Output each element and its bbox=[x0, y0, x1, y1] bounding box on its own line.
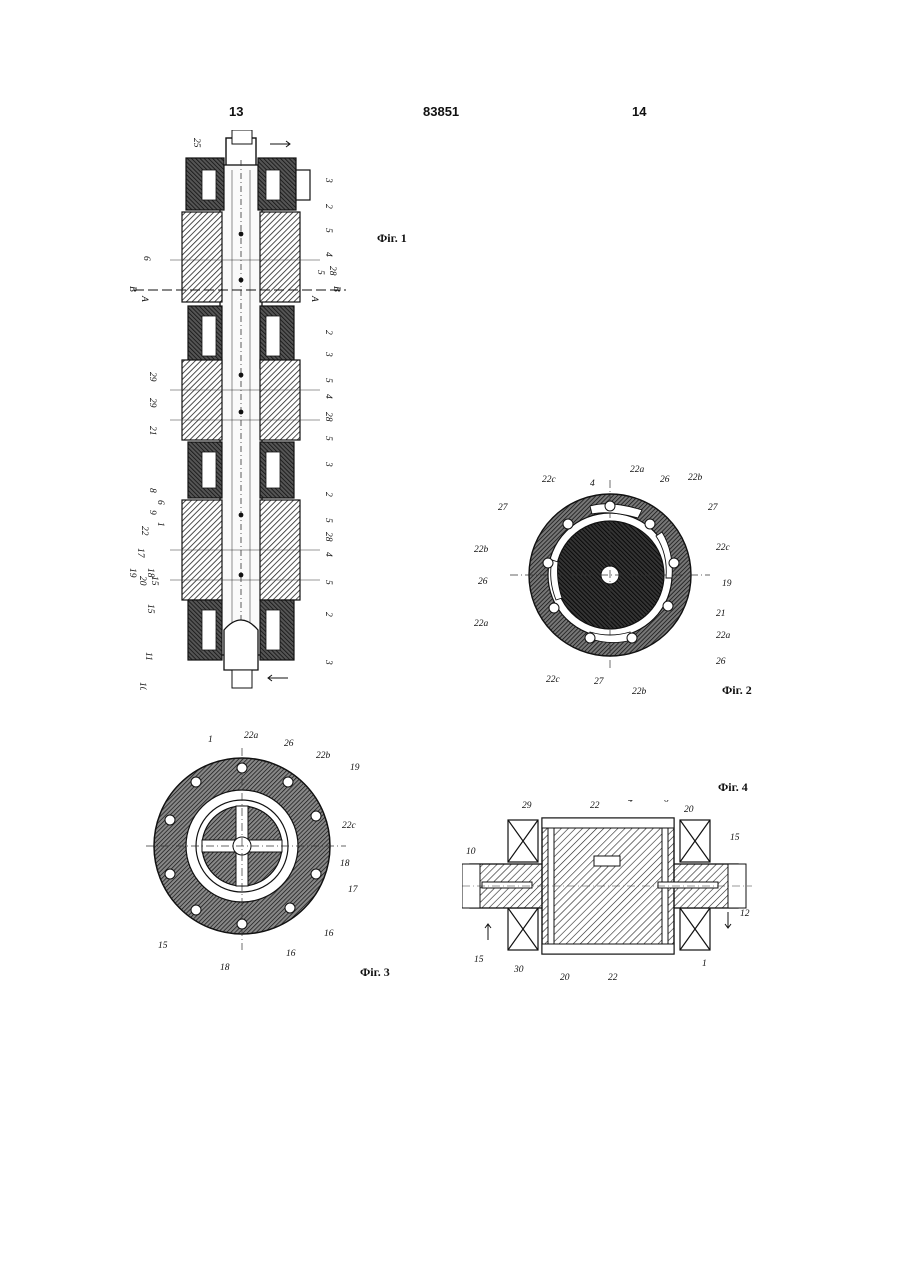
fig4-label: 22 bbox=[590, 801, 600, 811]
fig3-label: 22b bbox=[316, 751, 331, 761]
fig4-label: 6 bbox=[664, 800, 669, 805]
fig1-section-label: A bbox=[139, 295, 149, 302]
fig1-label: 3 bbox=[323, 351, 333, 357]
fig4-label: 30 bbox=[513, 965, 524, 975]
fig1-section-label: A bbox=[309, 295, 319, 302]
fig1-label: 5 bbox=[315, 270, 325, 275]
fig1-section-label: B bbox=[331, 286, 341, 292]
fig1-label: 3 bbox=[323, 659, 333, 665]
fig2-label: 26 bbox=[716, 657, 726, 667]
fig1-label: 15 bbox=[149, 576, 159, 586]
fig1-label: 15 bbox=[145, 604, 155, 614]
figure-4-caption: Фіг. 4 bbox=[718, 780, 748, 795]
fig1-label: 8 bbox=[147, 488, 157, 493]
fig4-label: 12 bbox=[740, 909, 750, 919]
fig2-label: 22a bbox=[716, 631, 731, 641]
figure-4-drawing: 20 22 4 6 20 29 15 10 12 15 30 20 22 1 bbox=[462, 800, 762, 990]
fig1-label: 28 bbox=[323, 412, 333, 422]
fig4-label: 10 bbox=[466, 847, 476, 857]
fig1-label: 20 bbox=[137, 576, 147, 586]
fig3-label: 18 bbox=[220, 963, 230, 973]
fig4-label: 15 bbox=[474, 955, 484, 965]
fig1-label: 6 bbox=[141, 256, 151, 261]
fig2-label: 22b bbox=[474, 545, 489, 555]
fig2-label: 19 bbox=[722, 579, 732, 589]
fig2-label: 22c bbox=[716, 543, 731, 553]
fig2-label: 26 bbox=[478, 577, 488, 587]
fig2-label: 22c bbox=[542, 475, 557, 485]
fig3-label: 26 bbox=[284, 739, 294, 749]
fig3-label: 22c bbox=[342, 821, 357, 831]
fig1-label: 3 bbox=[323, 177, 333, 183]
fig2-label: 27 bbox=[498, 503, 509, 513]
fig2-label: 22a bbox=[630, 465, 645, 475]
fig1-label: 25 bbox=[191, 138, 201, 148]
fig4-label: 1 bbox=[702, 959, 707, 969]
figure-1-drawing: 3 2 5 4 5 28 2 3 5 4 28 5 3 2 5 28 4 5 2… bbox=[120, 130, 360, 690]
fig1-label: 5 bbox=[323, 228, 333, 233]
fig4-label: 20 bbox=[560, 973, 570, 983]
fig3-label: 1 bbox=[208, 735, 213, 745]
fig1-label: 22 bbox=[139, 526, 149, 536]
fig1-label: 21 bbox=[147, 426, 157, 436]
fig1-label: 6 bbox=[155, 500, 165, 505]
fig3-label: 16 bbox=[286, 949, 296, 959]
fig1-label: 28 bbox=[323, 532, 333, 542]
fig1-label: 2 bbox=[323, 330, 333, 335]
figure-1-caption: Фіг. 1 bbox=[377, 231, 407, 246]
figure-3-caption: Фіг. 3 bbox=[360, 965, 390, 980]
fig3-label: 18 bbox=[340, 859, 350, 869]
fig1-label: 11 bbox=[143, 652, 153, 661]
fig1-label: 29 bbox=[147, 398, 157, 408]
fig1-label: 3 bbox=[323, 461, 333, 467]
fig3-label: 16 bbox=[324, 929, 334, 939]
fig1-label: 19 bbox=[127, 568, 137, 578]
fig2-label: 22a bbox=[474, 619, 489, 629]
fig2-label: 22b bbox=[688, 473, 703, 483]
fig2-label: 26 bbox=[660, 475, 670, 485]
fig2-label: 22b bbox=[632, 687, 647, 697]
fig1-label: 5 bbox=[323, 436, 333, 441]
fig4-label: 4 bbox=[628, 800, 633, 805]
fig2-label: 4 bbox=[590, 479, 595, 489]
fig2-label: 21 bbox=[716, 609, 726, 619]
fig4-label: 29 bbox=[522, 801, 532, 811]
fig1-label: 5 bbox=[323, 378, 333, 383]
patent-number: 83851 bbox=[423, 104, 459, 119]
fig1-section-label: B bbox=[127, 286, 137, 292]
fig1-label: 2 bbox=[323, 204, 333, 209]
fig2-label: 27 bbox=[708, 503, 719, 513]
fig1-label: 4 bbox=[323, 252, 333, 257]
page-number-left: 13 bbox=[229, 104, 243, 119]
figure-3-drawing: 1 22a 26 22b 19 22c 18 17 16 16 18 15 bbox=[146, 724, 386, 974]
fig1-label: 5 bbox=[323, 518, 333, 523]
fig3-label: 22a bbox=[244, 731, 259, 741]
fig1-label: 29 bbox=[147, 372, 157, 382]
fig1-label: 10 bbox=[137, 682, 147, 690]
fig2-label: 22c bbox=[546, 675, 561, 685]
fig4-label: 20 bbox=[558, 800, 568, 803]
fig1-label: 28 bbox=[327, 266, 337, 276]
fig1-label: 2 bbox=[323, 612, 333, 617]
fig2-label: 27 bbox=[594, 677, 605, 687]
fig4-label: 15 bbox=[730, 833, 740, 843]
fig4-label: 22 bbox=[608, 973, 618, 983]
fig3-label: 17 bbox=[348, 885, 359, 895]
figure-2-caption: Фіг. 2 bbox=[722, 683, 752, 698]
fig3-label: 19 bbox=[350, 763, 360, 773]
fig4-label: 20 bbox=[684, 805, 694, 815]
fig1-label: 9 bbox=[147, 510, 157, 515]
fig1-label: 1 bbox=[155, 522, 165, 527]
fig3-label: 15 bbox=[158, 941, 168, 951]
fig1-label: 4 bbox=[323, 394, 333, 399]
fig1-label: 17 bbox=[135, 548, 145, 559]
fig1-label: 2 bbox=[323, 492, 333, 497]
figure-2-drawing: 22c 4 22a 26 22b 27 27 22c 22b 26 19 21 … bbox=[470, 460, 760, 700]
fig1-label: 4 bbox=[323, 552, 333, 557]
page-number-right: 14 bbox=[632, 104, 646, 119]
fig1-label: 5 bbox=[323, 580, 333, 585]
